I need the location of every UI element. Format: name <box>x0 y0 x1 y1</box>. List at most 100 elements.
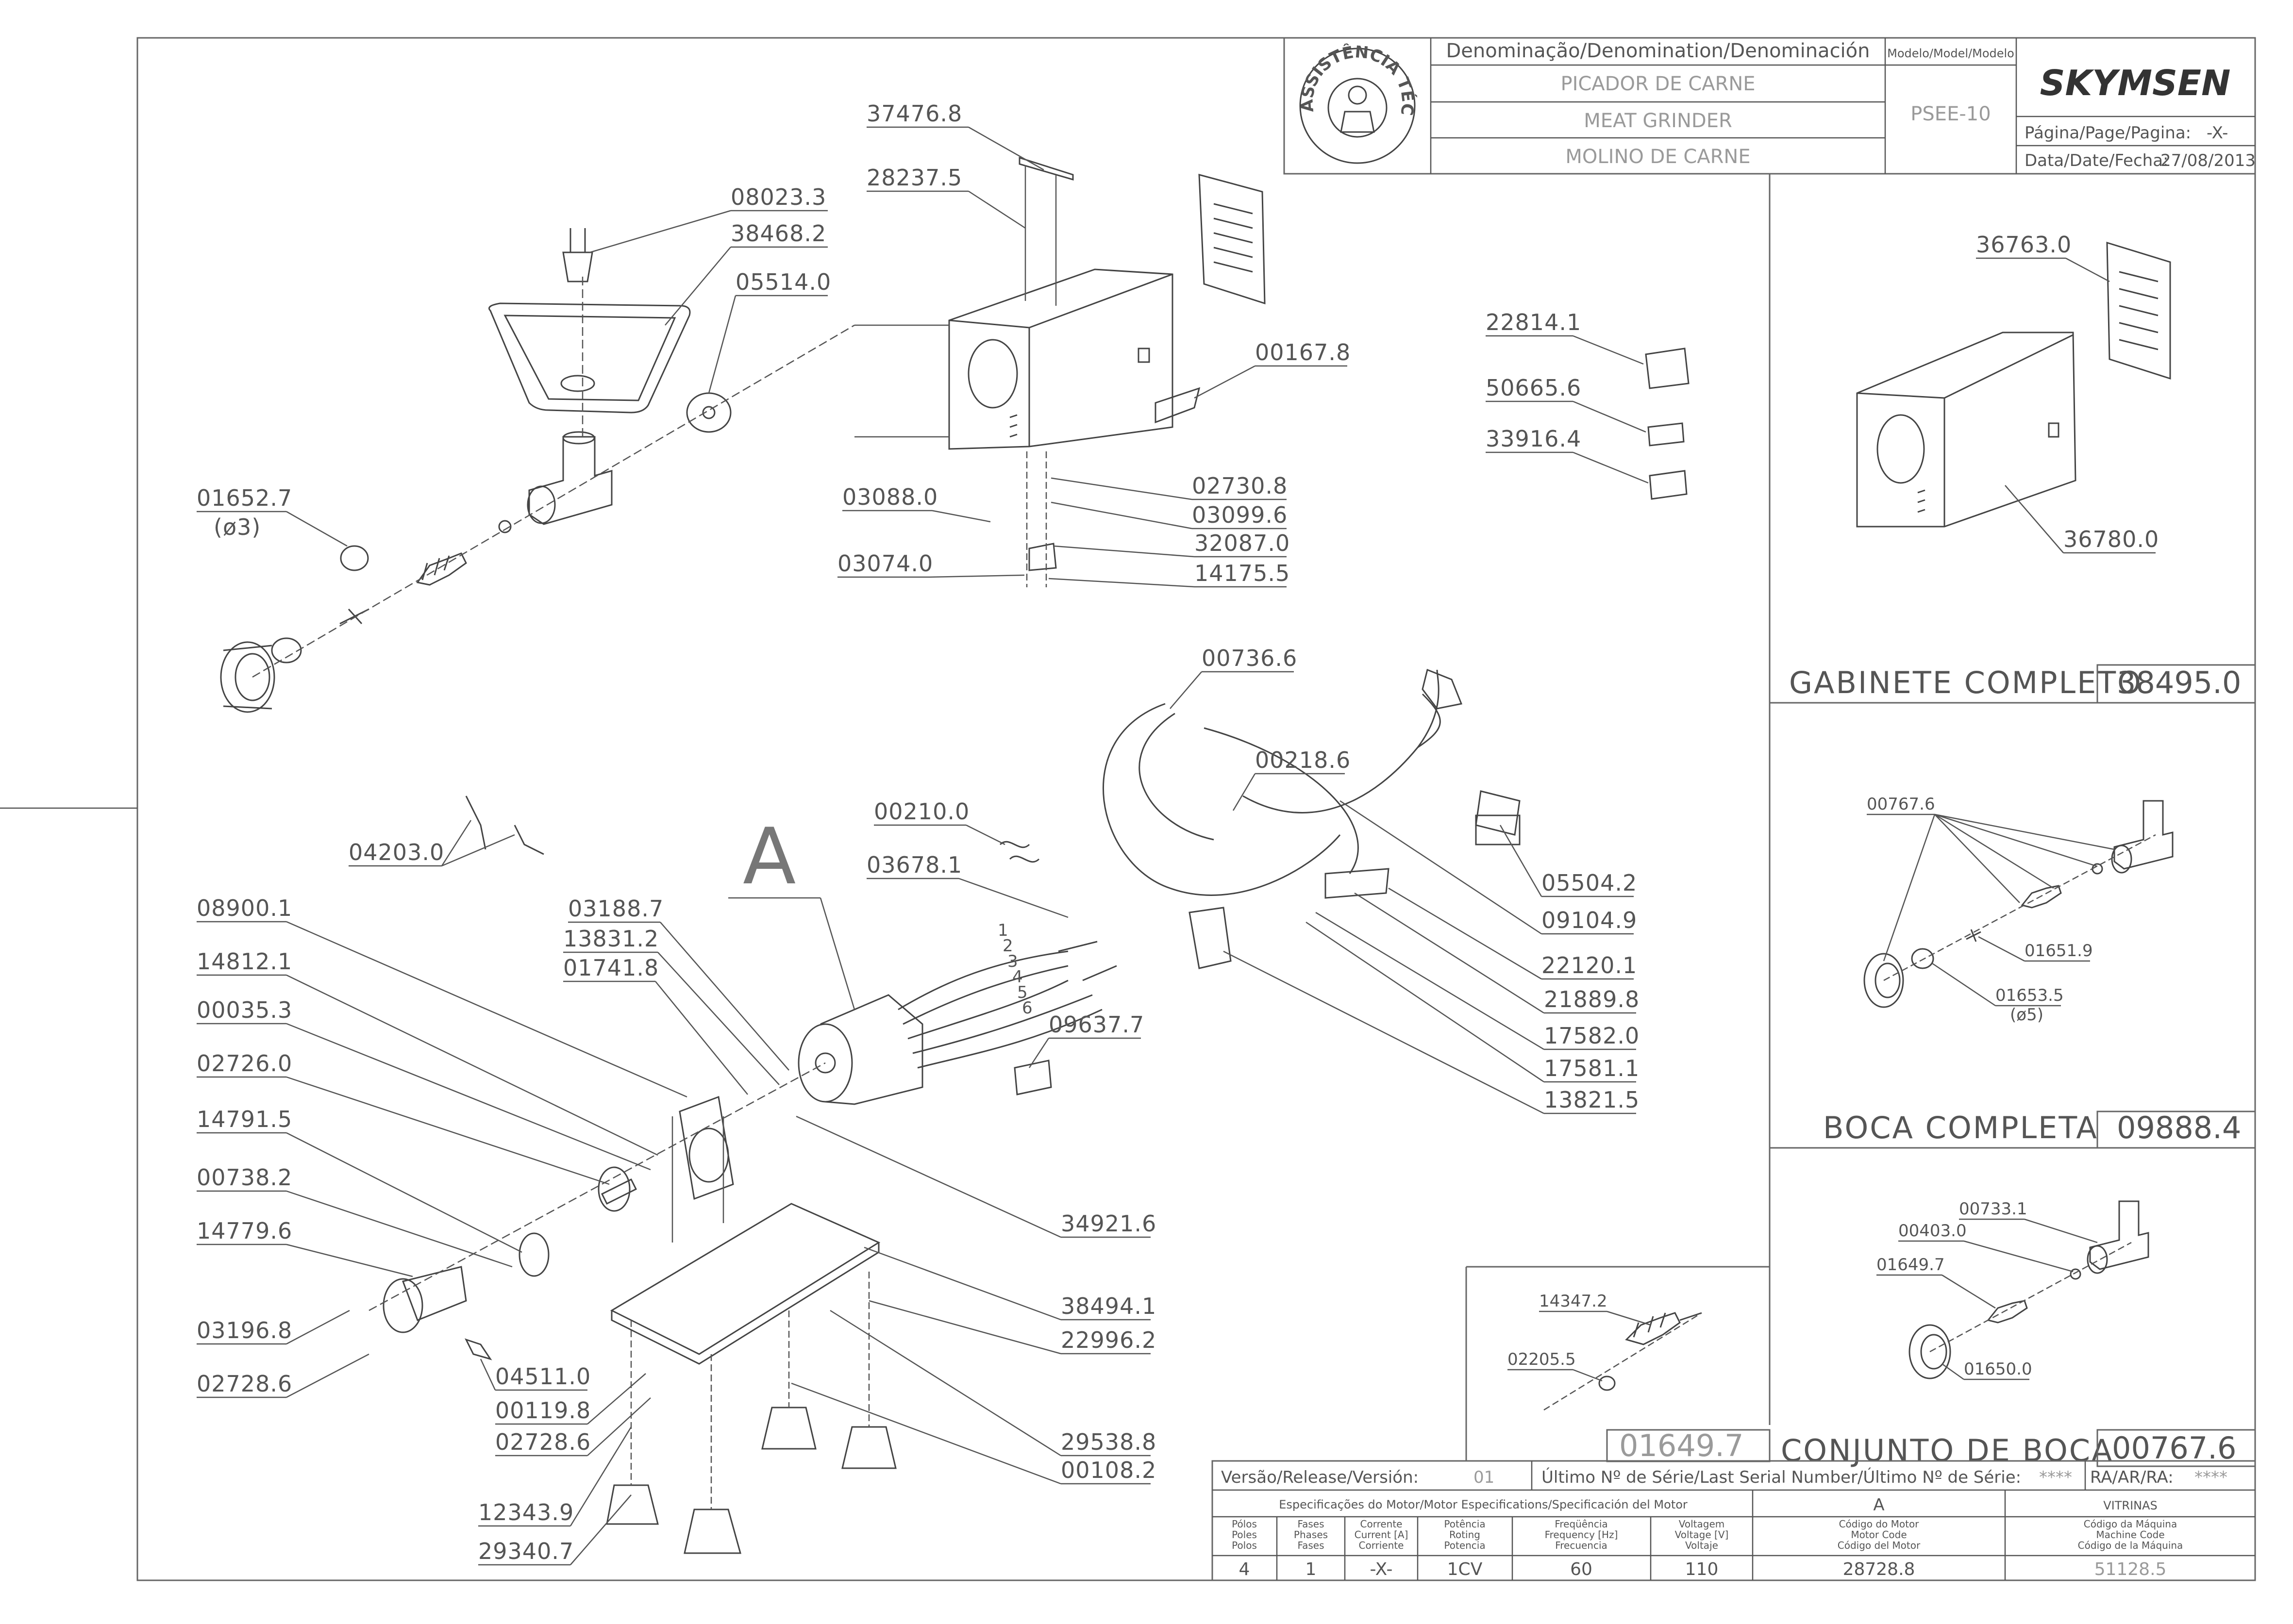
label-00210-0: 00210.0 <box>874 798 970 825</box>
label-00035-3: 00035.3 <box>197 997 292 1023</box>
spec-column-label: Código del Motor <box>1838 1540 1921 1551</box>
spec-column-label: Motor Code <box>1851 1529 1907 1541</box>
page-label: Página/Page/Pagina: <box>2025 123 2191 143</box>
spec-column-value: -X- <box>1370 1559 1392 1579</box>
label-00738-2: 00738.2 <box>197 1164 292 1191</box>
name-es: MOLINO DE CARNE <box>1565 146 1750 168</box>
spec-column-label: Frecuencia <box>1555 1540 1607 1551</box>
denomination-label: Denominação/Denomination/Denominación <box>1446 40 1870 62</box>
label-32087-0: 32087.0 <box>1194 530 1290 556</box>
spec-column-label: Voltage [V] <box>1675 1529 1729 1541</box>
label-02726-0: 02726.0 <box>197 1050 292 1077</box>
label-03074-0: 03074.0 <box>837 550 933 577</box>
label-03196-8: 03196.8 <box>197 1317 292 1343</box>
label-29340-7: 29340.7 <box>478 1538 574 1564</box>
spec-column-label: Poles <box>1232 1529 1257 1541</box>
label-01651-9: 01651.9 <box>2025 941 2093 961</box>
label-02205-5: 02205.5 <box>1507 1350 1576 1369</box>
boca-code: 09888.4 <box>2117 1110 2241 1145</box>
spec-column-label: Frequency [Hz] <box>1545 1529 1618 1541</box>
label-13821-5: 13821.5 <box>1544 1087 1640 1113</box>
label-00736-6: 00736.6 <box>1202 645 1297 671</box>
label-08900-1: 08900.1 <box>197 895 292 921</box>
label-00733-1: 00733.1 <box>1959 1199 2027 1219</box>
label-22120-1: 22120.1 <box>1541 952 1637 978</box>
label-17582-0: 17582.0 <box>1544 1023 1640 1049</box>
label-02728-6-a: 02728.6 <box>197 1371 292 1397</box>
part-number-labels: 37476.8 28237.5 08023.3 38468.2 05514.0 … <box>197 100 1649 1566</box>
label-03088-0: 03088.0 <box>842 484 938 510</box>
label-09104-9: 09104.9 <box>1541 907 1637 933</box>
model-label: Modelo/Model/Modelo <box>1887 47 2014 60</box>
label-38468-2: 38468.2 <box>731 220 826 247</box>
motor-spec-columns: PólosPolesPolos4FasesPhasesFases1Corrent… <box>1232 1518 2183 1579</box>
label-13831-2: 13831.2 <box>563 926 659 952</box>
label-14347-2: 14347.2 <box>1539 1292 1607 1311</box>
spec-column-label: Machine Code <box>2096 1529 2164 1541</box>
spec-column-label: Código de la Máquina <box>2078 1540 2183 1551</box>
spec-column-label: Roting <box>1449 1529 1480 1541</box>
rosca-panel: 14347.2 02205.5 01649.7 <box>1507 1292 1771 1463</box>
wire-number: 6 <box>1022 998 1033 1018</box>
wire-number: 1 <box>998 921 1008 940</box>
label-36780-0: 36780.0 <box>2063 526 2159 552</box>
serial-value: **** <box>2039 1468 2072 1487</box>
version-label: Versão/Release/Versión: <box>1221 1468 1419 1487</box>
spec-column-value: 110 <box>1685 1559 1719 1579</box>
label-50665-6: 50665.6 <box>1486 375 1581 401</box>
gabinete-completo-panel: 36763.0 36780.0 GABINETE COMPLETO 38495.… <box>1789 232 2256 704</box>
gabinete-title: GABINETE COMPLETO <box>1789 665 2142 700</box>
label-22814-1: 22814.1 <box>1486 309 1581 335</box>
label-05504-2: 05504.2 <box>1541 870 1637 896</box>
label-01649-7-boca: 01649.7 <box>1876 1255 1945 1275</box>
spec-column-value: 4 <box>1239 1559 1250 1579</box>
label-00119-8: 00119.8 <box>495 1397 591 1424</box>
spec-column-label: Código do Motor <box>1839 1518 1920 1530</box>
label-04203-0: 04203.0 <box>349 839 444 865</box>
detail-letter-a: A <box>743 811 796 902</box>
page-value: -X- <box>2207 123 2228 143</box>
boca-completa-panel: 00767.6 01651.9 01653.5 (ø5) BOCA COMPLE… <box>1823 795 2256 1149</box>
spec-column-label: Voltagem <box>1679 1518 1725 1530</box>
vitrinas-label: VITRINAS <box>2103 1499 2158 1512</box>
wire-number: 3 <box>1007 952 1018 971</box>
serial-label: Último Nº de Série/Last Serial Number/Úl… <box>1541 1467 2021 1487</box>
spec-column-label: Fases <box>1297 1518 1324 1530</box>
boca-title: BOCA COMPLETA <box>1823 1110 2098 1145</box>
ra-label: RA/AR/RA: <box>2090 1468 2174 1487</box>
label-01650-0: 01650.0 <box>1964 1359 2032 1379</box>
spec-column-label: Fases <box>1297 1540 1324 1551</box>
date-value: 27/08/2013 <box>2160 151 2256 170</box>
label-21889-8: 21889.8 <box>1544 986 1640 1012</box>
label-09637-7: 09637.7 <box>1049 1011 1144 1038</box>
label-22996-2: 22996.2 <box>1061 1327 1156 1353</box>
spec-column-label: Polos <box>1232 1540 1257 1551</box>
spec-column-label: Potência <box>1444 1518 1485 1530</box>
label-00403-0: 00403.0 <box>1898 1221 1967 1241</box>
sheet-border <box>136 37 2256 1581</box>
label-34921-6: 34921.6 <box>1061 1210 1156 1237</box>
label-14812-1: 14812.1 <box>197 948 292 975</box>
rosca-code: 01649.7 <box>1619 1428 1743 1463</box>
conjunto-title: CONJUNTO DE BOCA <box>1781 1433 2113 1468</box>
base-assembly <box>368 795 897 1554</box>
spec-column-label: Corrente <box>1360 1518 1403 1530</box>
wire-number: 2 <box>1003 936 1013 956</box>
label-00218-6: 00218.6 <box>1255 747 1351 773</box>
label-02728-6-b: 02728.6 <box>495 1429 591 1455</box>
cabinet-assembly <box>854 156 1266 587</box>
label-01652-note: (ø3) <box>214 514 261 540</box>
warning-stickers <box>1645 348 1690 500</box>
label-38494-1: 38494.1 <box>1061 1293 1156 1319</box>
authorized-service-seal <box>1299 48 1416 164</box>
brand-logo: SKYMSEN <box>2040 63 2231 103</box>
ra-value: **** <box>2194 1468 2227 1487</box>
grinder-head-assembly <box>220 228 855 713</box>
spec-column-label: Freqüência <box>1555 1518 1607 1530</box>
spec-column-label: Potencia <box>1444 1540 1485 1551</box>
label-04511-0: 04511.0 <box>495 1363 591 1390</box>
wire-numbers: 1 2 3 4 5 6 <box>998 921 1033 1018</box>
label-29538-8: 29538.8 <box>1061 1429 1156 1455</box>
wire-number: 5 <box>1017 983 1028 1002</box>
spec-column-label: Pólos <box>1232 1518 1257 1530</box>
